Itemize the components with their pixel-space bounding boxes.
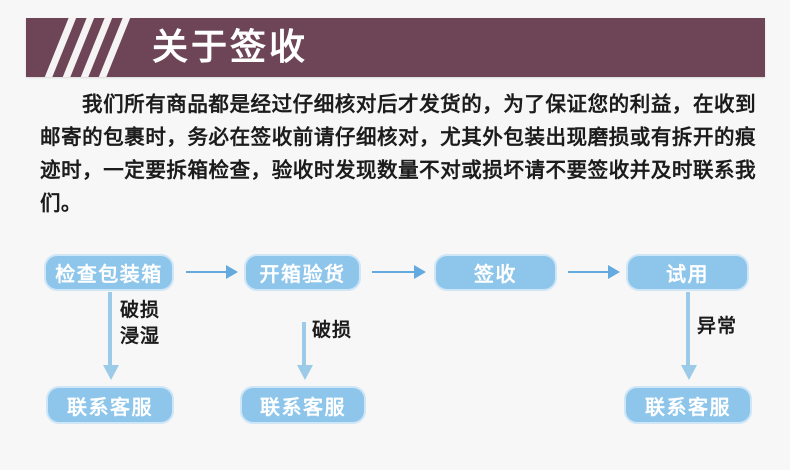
page-header-banner: 关于签收: [26, 18, 765, 77]
arrow-down-icon-1: [103, 292, 119, 380]
arrow-shaft: [372, 271, 415, 273]
flow-step-check-package: 检查包装箱: [46, 256, 172, 289]
flow-step-sign-receipt: 签收: [436, 256, 555, 289]
arrow-down-icon-2: [297, 322, 313, 380]
branch-label-line-1: 破损: [120, 299, 161, 321]
arrow-shaft: [568, 271, 609, 273]
arrow-head: [608, 265, 620, 279]
arrow-shaft: [108, 292, 112, 366]
arrow-head: [103, 365, 119, 380]
branch-label-damaged-soaked: 破损 浸湿: [120, 297, 160, 349]
arrow-head: [681, 365, 697, 380]
branch-label-line-2: 浸湿: [120, 325, 161, 347]
flow-step-open-inspect: 开箱验货: [246, 256, 359, 289]
flow-outcome-contact-service-1: 联系客服: [48, 388, 172, 422]
arrow-head: [297, 365, 313, 380]
arrow-shaft: [686, 292, 690, 366]
arrow-shaft: [302, 322, 306, 366]
branch-label-damaged: 破损: [312, 319, 353, 341]
branch-label-abnormal: 异常: [697, 315, 738, 337]
arrow-shaft: [186, 271, 227, 273]
page-title: 关于签收: [152, 27, 309, 68]
arrow-head: [226, 265, 238, 279]
flow-outcome-contact-service-3: 联系客服: [626, 388, 750, 422]
arrow-right-icon-1: [186, 265, 238, 279]
flow-outcome-contact-service-2: 联系客服: [242, 388, 364, 422]
arrow-down-icon-3: [681, 292, 697, 380]
arrow-head: [414, 265, 426, 279]
arrow-right-icon-2: [372, 265, 426, 279]
flow-step-trial-use: 试用: [628, 256, 747, 289]
intro-paragraph: 我们所有商品都是经过仔细核对后才发货的，为了保证您的利益，在收到邮寄的包裹时，务…: [40, 92, 756, 215]
arrow-right-icon-3: [568, 265, 620, 279]
